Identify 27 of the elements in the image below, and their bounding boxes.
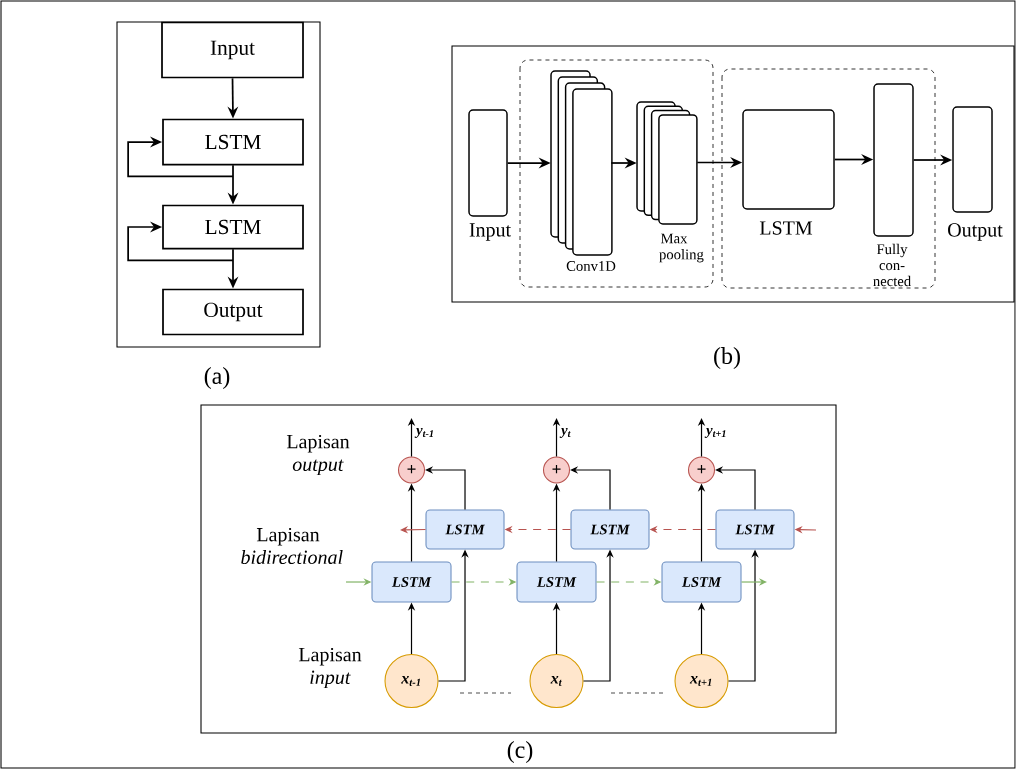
lstm-box: LSTM (715, 509, 795, 550)
edge-label: y$_{t-1}$ (414, 428, 433, 438)
layer-label: Lapisan bidirectional (241, 527, 343, 565)
edge-label: y$_{t+1}$ (704, 428, 726, 438)
process-box: Output (162, 288, 304, 336)
layer-label: Fully con- nected (873, 243, 911, 287)
layer-label: Output (948, 223, 1003, 241)
lstm-box: LSTM (661, 561, 742, 603)
layer-label: Lapisan input (298, 647, 362, 689)
arrow (127, 136, 234, 178)
process-box: LSTM (162, 204, 304, 250)
layer-label: LSTM (759, 221, 813, 235)
arrow (127, 221, 234, 262)
process-box: Input (161, 21, 304, 79)
layer-label: Conv1D (566, 261, 616, 271)
panel-caption: (c) (507, 741, 533, 763)
lstm-box: LSTM (570, 509, 650, 550)
panel-caption: (b) (714, 347, 740, 369)
layer-label: Input (469, 223, 511, 241)
panel-caption: (a) (204, 367, 230, 389)
layer-label: Lapisan output (286, 434, 350, 476)
lstm-box: LSTM (371, 561, 452, 603)
lstm-box: LSTM (425, 509, 505, 550)
lstm-box: LSTM (516, 561, 597, 603)
process-box: LSTM (162, 118, 304, 166)
layer-label: Max pooling (659, 233, 704, 263)
edge-label: y$_{t}$ (559, 428, 571, 438)
